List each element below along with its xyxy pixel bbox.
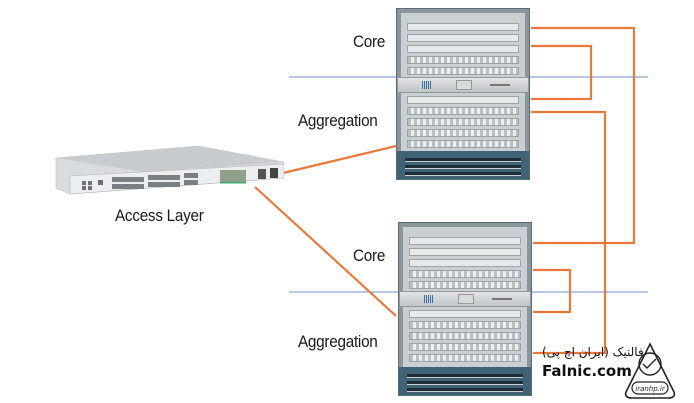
line-card-slot xyxy=(407,107,519,115)
link-top-agg-cross xyxy=(531,110,607,355)
iranhp-emblem-icon: iranhp.ir xyxy=(624,342,676,399)
chassis-handle-bar xyxy=(397,77,529,93)
link-top-core-agg-loop xyxy=(531,44,593,101)
line-card-slot xyxy=(409,270,521,278)
supervisor-slot xyxy=(409,237,521,245)
emblem-text: iranhp.ir xyxy=(635,385,666,393)
fan-tray xyxy=(397,151,529,179)
chassis-badge-icon xyxy=(456,80,472,90)
model-label-mark xyxy=(490,84,510,86)
cisco-logo-icon xyxy=(424,295,434,303)
label-aggregation-top: Aggregation xyxy=(298,111,378,130)
line-card-slot xyxy=(409,310,521,318)
watermark-site: Falnic.com xyxy=(542,362,632,380)
cisco-logo-icon xyxy=(422,81,432,89)
line-card-slot xyxy=(407,56,519,64)
line-card-slot xyxy=(409,321,521,329)
supervisor-slot xyxy=(407,34,519,42)
top-chassis xyxy=(396,8,530,180)
line-card-slot xyxy=(409,259,521,267)
line-card-slot xyxy=(409,281,521,289)
model-label-mark xyxy=(492,298,512,300)
label-access-layer: Access Layer xyxy=(115,206,204,225)
line-card-slot xyxy=(407,129,519,137)
link-access-to-bottom-chassis xyxy=(254,186,397,317)
fan-vent xyxy=(407,388,523,392)
line-card-slot xyxy=(409,343,521,351)
fan-vent xyxy=(405,158,521,162)
line-card-slot xyxy=(407,45,519,53)
watermark-persian-text: فالنیک (ایران اچ پی) xyxy=(542,345,644,359)
line-card-slot xyxy=(409,332,521,340)
watermark: فالنیک (ایران اچ پی) Falnic.com iranhp.i… xyxy=(520,340,694,403)
link-access-to-top-chassis xyxy=(282,144,397,175)
label-core-top: Core xyxy=(353,32,386,51)
line-card-slot xyxy=(407,67,519,75)
line-card-slot xyxy=(407,118,519,126)
fan-vent xyxy=(405,172,521,176)
chassis-handle-bar xyxy=(399,291,531,307)
label-core-bottom: Core xyxy=(353,246,386,265)
line-card-slot xyxy=(407,96,519,104)
link-bottom-core-agg-loop xyxy=(533,268,572,314)
supervisor-slot xyxy=(409,248,521,256)
label-aggregation-bottom: Aggregation xyxy=(298,332,378,351)
fan-vent xyxy=(407,374,523,378)
supervisor-slot xyxy=(407,23,519,31)
line-card-slot xyxy=(409,354,521,362)
fan-vent xyxy=(407,381,523,385)
chassis-badge-icon xyxy=(458,294,474,304)
fan-tray xyxy=(399,367,531,395)
access-switch xyxy=(55,145,284,195)
link-top-core-cross xyxy=(531,26,636,245)
bottom-chassis xyxy=(398,222,532,396)
line-card-slot xyxy=(407,140,519,148)
fan-vent xyxy=(405,165,521,169)
